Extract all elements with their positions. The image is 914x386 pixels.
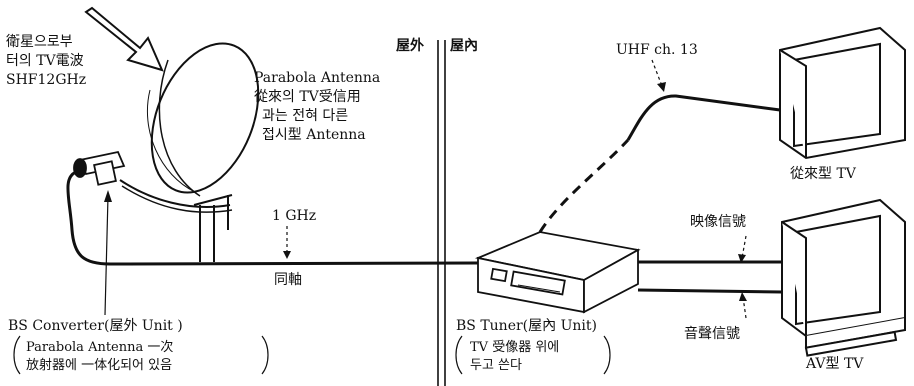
uhf-cable-dashed (538, 138, 630, 233)
converter-pointer (104, 195, 109, 316)
satellite-label-1: 衛星으로부 (6, 34, 73, 50)
converter-label-2: Parabola Antenna 一次 (26, 340, 174, 355)
parabola-label-3: 과는 전혀 다른 (262, 108, 349, 124)
parabola-dish (119, 42, 260, 262)
audio-cable (637, 288, 783, 294)
parabola-label-1: Parabola Antenna (254, 70, 381, 86)
parabola-label-4: 접시型 Antenna (262, 127, 366, 143)
tuner-label-1: BS Tuner(屋內 Unit) (456, 318, 597, 334)
video-signal-label: 映像信號 (690, 214, 746, 230)
audio-signal-label: 音聲信號 (684, 326, 740, 342)
satellite-label-3: SHF12GHz (6, 72, 87, 88)
bs-tuner-box (474, 231, 641, 314)
tuner-label-3: 두고 쓴다 (470, 358, 522, 373)
freq-label: 1 GHz (272, 208, 317, 224)
coax-cable (66, 170, 479, 266)
coax-label: 同軸 (274, 272, 302, 288)
parabola-label-2: 從來의 TV受信用 (254, 89, 361, 105)
outdoor-label: 屋外 (396, 38, 424, 54)
converter-box (73, 150, 126, 186)
av-tv-label: AV型 TV (806, 356, 864, 372)
av-tv (781, 198, 906, 357)
indoor-label: 屋內 (450, 38, 478, 54)
converter-label-3: 放射器에 一体化되어 있음 (26, 358, 173, 373)
satellite-wave-arrow (84, 6, 164, 72)
tuner-label-2: TV 受像器 위에 (470, 340, 560, 355)
old-tv-label: 從來型 TV (790, 166, 856, 182)
satellite-label-2: 터의 TV電波 (6, 53, 84, 69)
uhf-label: UHF ch. 13 (616, 42, 698, 58)
old-tv (779, 26, 906, 160)
uhf-cable (626, 94, 781, 141)
converter-label-1: BS Converter(屋外 Unit ) (8, 318, 183, 334)
